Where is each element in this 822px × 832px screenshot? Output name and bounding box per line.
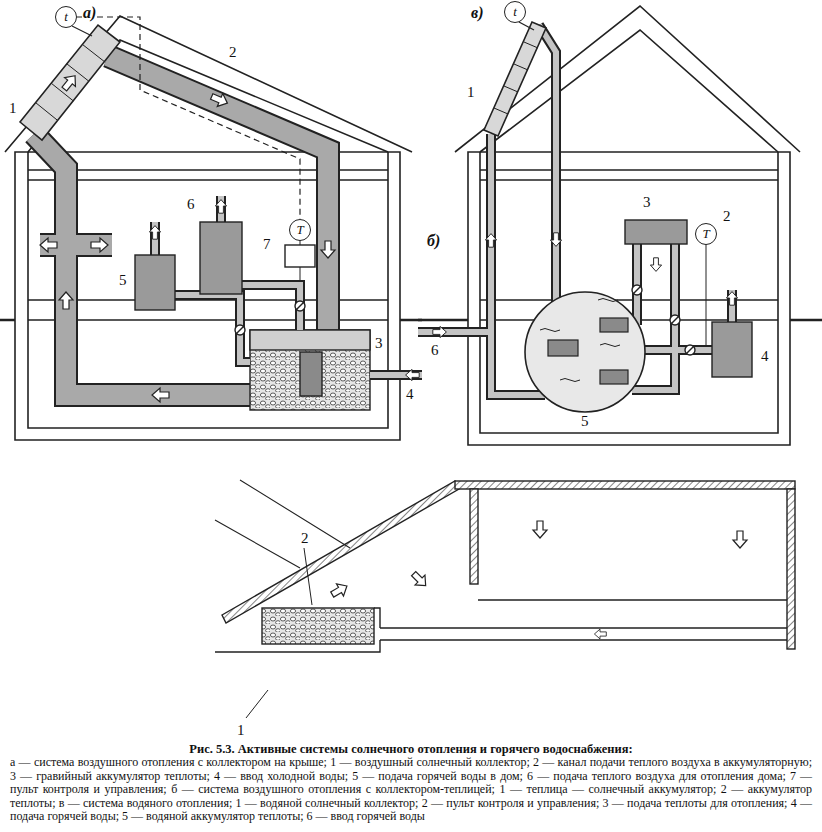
caption-area: Рис. 5.3. Активные системы солнечного от… bbox=[10, 742, 812, 824]
callout-number: 1 bbox=[466, 84, 476, 100]
water-pipes-a bbox=[155, 196, 422, 375]
callout-number: 7 bbox=[262, 236, 272, 252]
flow-arrows-b bbox=[329, 521, 747, 639]
sensor-circle: t bbox=[504, 1, 526, 23]
water-collector bbox=[484, 22, 546, 136]
water-accumulator bbox=[525, 292, 645, 412]
panel-letter: в) bbox=[470, 4, 484, 22]
callout-number: 5 bbox=[580, 413, 590, 429]
air-collector bbox=[20, 25, 120, 140]
sensor-mark: t bbox=[513, 5, 517, 19]
sensor-circle: T bbox=[695, 223, 717, 245]
callout-number: 2 bbox=[722, 208, 732, 224]
callout-number: 1 bbox=[8, 100, 18, 116]
panel-letter: а) bbox=[82, 4, 97, 22]
callout-number: 2 bbox=[228, 44, 238, 60]
sensor-mark: T bbox=[296, 223, 303, 237]
sensor-circle: T bbox=[289, 219, 311, 241]
house-frame-v bbox=[418, 6, 822, 445]
water-pipes-v bbox=[418, 25, 732, 395]
callout-number: 6 bbox=[186, 196, 196, 212]
gravel-accumulator bbox=[250, 330, 370, 410]
callout-number: 4 bbox=[760, 348, 770, 364]
figure-title: Рис. 5.3. Активные системы солнечного от… bbox=[10, 742, 812, 756]
callout-number: 2 bbox=[300, 530, 310, 546]
figure-caption: а — система воздушного отопления с колле… bbox=[10, 756, 812, 824]
sensor-mark: T bbox=[702, 227, 709, 241]
callout-number: 6 bbox=[430, 342, 440, 358]
callout-number: 5 bbox=[118, 272, 128, 288]
signal-line bbox=[77, 17, 300, 219]
flow-arrows-a bbox=[40, 71, 419, 402]
panel-letter: б) bbox=[426, 232, 441, 250]
tanks-a bbox=[135, 222, 315, 335]
greenhouse-section bbox=[215, 480, 795, 718]
house-frame-a bbox=[0, 16, 422, 440]
flow-arrows-v bbox=[433, 233, 738, 338]
sensor-circle: t bbox=[55, 6, 77, 28]
callout-number: 3 bbox=[642, 194, 652, 210]
callout-number: 4 bbox=[405, 386, 415, 402]
callout-number: 1 bbox=[236, 722, 246, 738]
callout-number: 3 bbox=[374, 335, 384, 351]
sensor-mark: t bbox=[64, 10, 68, 24]
heat-units-v bbox=[625, 220, 752, 377]
